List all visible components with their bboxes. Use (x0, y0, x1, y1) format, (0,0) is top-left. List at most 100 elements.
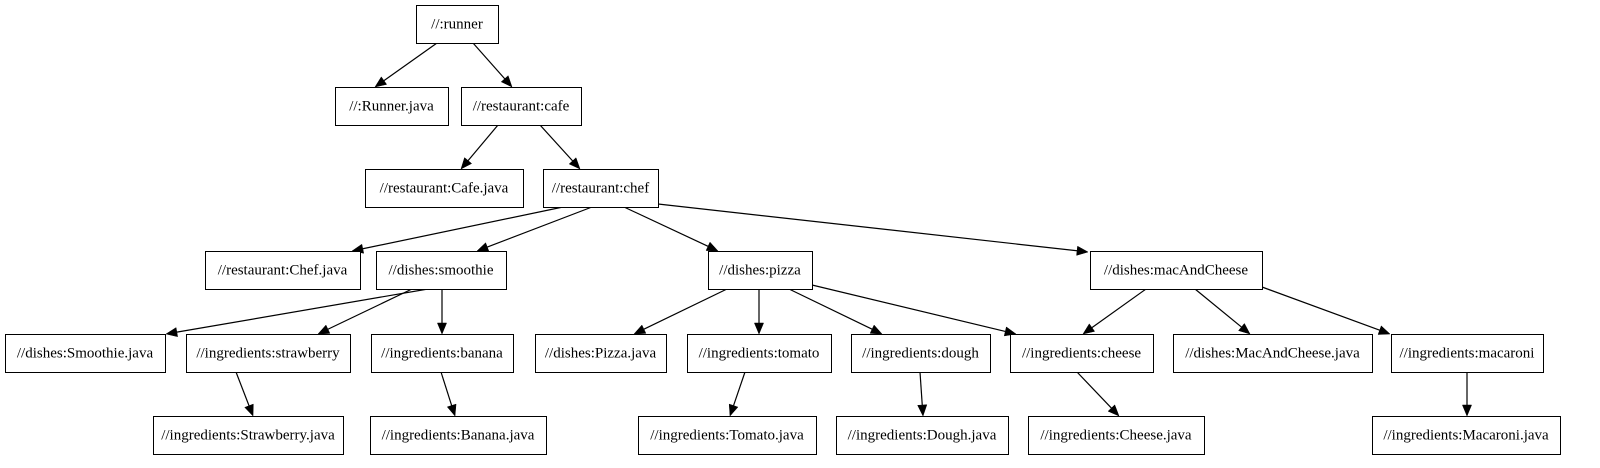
graph-node-restaurant_chef[interactable]: //restaurant:chef (543, 169, 659, 208)
edge-line (235, 371, 250, 406)
graph-edge (440, 371, 457, 417)
graph-edge (754, 289, 764, 335)
node-box[interactable] (687, 334, 832, 373)
graph-node-ing_banana[interactable]: //ingredients:banana (371, 334, 514, 373)
node-box[interactable] (205, 251, 361, 290)
edge-arrowhead-icon (500, 75, 513, 88)
graph-node-chef_java[interactable]: //restaurant:Chef.java (205, 251, 361, 290)
graph-node-macaroni_java[interactable]: //ingredients:Macaroni.java (1372, 416, 1561, 455)
node-label: //ingredients:dough (862, 345, 979, 361)
node-box[interactable] (851, 334, 991, 373)
edge-line (1194, 288, 1242, 328)
edge-arrowhead-icon (1107, 404, 1120, 417)
node-box[interactable] (153, 416, 344, 455)
edge-line (362, 206, 564, 250)
node-label: //:runner (431, 16, 483, 32)
node-box[interactable] (416, 5, 499, 44)
edge-line (539, 124, 574, 162)
node-box[interactable] (371, 334, 514, 373)
node-box[interactable] (5, 334, 166, 373)
edge-line (657, 203, 1078, 252)
graph-node-ing_dough[interactable]: //ingredients:dough (851, 334, 991, 373)
edge-line (788, 288, 873, 330)
edge-arrowhead-icon (317, 324, 331, 335)
node-box[interactable] (836, 416, 1009, 455)
edge-line (1076, 371, 1112, 409)
graph-node-tomato_java[interactable]: //ingredients:Tomato.java (638, 416, 817, 455)
node-label: //ingredients:macaroni (1400, 345, 1535, 361)
graph-edge (539, 124, 581, 170)
node-box[interactable] (186, 334, 351, 373)
edge-arrowhead-icon (1377, 325, 1391, 335)
node-box[interactable] (335, 87, 449, 126)
graph-node-dough_java[interactable]: //ingredients:Dough.java (836, 416, 1009, 455)
edge-line (472, 42, 506, 80)
node-box[interactable] (638, 416, 817, 455)
graph-edge (460, 124, 499, 170)
node-label: //ingredients:Cheese.java (1040, 427, 1192, 443)
graph-node-pizza_java[interactable]: //dishes:Pizza.java (535, 334, 667, 373)
node-box[interactable] (376, 251, 507, 290)
edge-layer (165, 42, 1472, 417)
graph-node-restaurant_cafe[interactable]: //restaurant:cafe (461, 87, 582, 126)
graph-edge (657, 203, 1089, 256)
edge-arrowhead-icon (244, 403, 254, 417)
graph-node-cheese_java[interactable]: //ingredients:Cheese.java (1028, 416, 1205, 455)
graph-edge (917, 371, 928, 417)
graph-node-smoothie_java[interactable]: //dishes:Smoothie.java (5, 334, 166, 373)
graph-edge (1076, 371, 1120, 417)
graph-node-strawberry_java[interactable]: //ingredients:Strawberry.java (153, 416, 344, 455)
edge-arrowhead-icon (476, 242, 490, 252)
edge-arrowhead-icon (705, 241, 719, 252)
graph-edge (1082, 288, 1147, 335)
node-box[interactable] (1010, 334, 1154, 373)
edge-line (176, 288, 429, 333)
edge-arrowhead-icon (1082, 323, 1096, 335)
node-label: //dishes:Pizza.java (545, 345, 657, 361)
node-label: //ingredients:banana (381, 345, 503, 361)
node-box[interactable] (1090, 251, 1263, 290)
graph-node-runner[interactable]: //:runner (416, 5, 499, 44)
edge-line (327, 288, 413, 330)
graph-node-dishes_smoothie[interactable]: //dishes:smoothie (376, 251, 507, 290)
node-box[interactable] (1028, 416, 1205, 455)
graph-node-macandcheese_java[interactable]: //dishes:MacAndCheese.java (1173, 334, 1373, 373)
node-label: //dishes:MacAndCheese.java (1185, 345, 1360, 361)
node-label: //ingredients:strawberry (196, 345, 340, 361)
graph-node-dishes_pizza[interactable]: //dishes:pizza (708, 251, 813, 290)
node-box[interactable] (1173, 334, 1373, 373)
node-box[interactable] (708, 251, 813, 290)
graph-node-ing_tomato[interactable]: //ingredients:tomato (687, 334, 832, 373)
graph-edge (472, 42, 513, 88)
edge-arrowhead-icon (437, 322, 447, 335)
node-label: //ingredients:Tomato.java (650, 427, 804, 443)
edge-arrowhead-icon (754, 322, 764, 335)
graph-node-dishes_macandch[interactable]: //dishes:macAndCheese (1090, 251, 1263, 290)
graph-node-banana_java[interactable]: //ingredients:Banana.java (370, 416, 547, 455)
node-box[interactable] (365, 169, 524, 208)
edge-line (919, 371, 923, 406)
edge-line (732, 371, 746, 406)
node-label: //ingredients:Strawberry.java (161, 427, 335, 443)
node-box[interactable] (1391, 334, 1544, 373)
node-box[interactable] (543, 169, 659, 208)
graph-edge (623, 206, 719, 252)
graph-node-cafe_java[interactable]: //restaurant:Cafe.java (365, 169, 524, 208)
node-label: //:Runner.java (349, 98, 434, 114)
node-box[interactable] (370, 416, 547, 455)
graph-edge (235, 371, 254, 417)
edge-arrowhead-icon (728, 403, 739, 417)
graph-node-ing_strawberry[interactable]: //ingredients:strawberry (186, 334, 351, 373)
edge-line (487, 206, 593, 248)
graph-edge (317, 288, 413, 335)
edge-arrowhead-icon (869, 324, 883, 335)
node-label: //ingredients:tomato (699, 345, 820, 361)
graph-node-ing_cheese[interactable]: //ingredients:cheese (1010, 334, 1154, 373)
node-box[interactable] (1372, 416, 1561, 455)
graph-node-runner_java[interactable]: //:Runner.java (335, 87, 449, 126)
node-box[interactable] (535, 334, 667, 373)
node-box[interactable] (461, 87, 582, 126)
graph-node-ing_macaroni[interactable]: //ingredients:macaroni (1391, 334, 1544, 373)
